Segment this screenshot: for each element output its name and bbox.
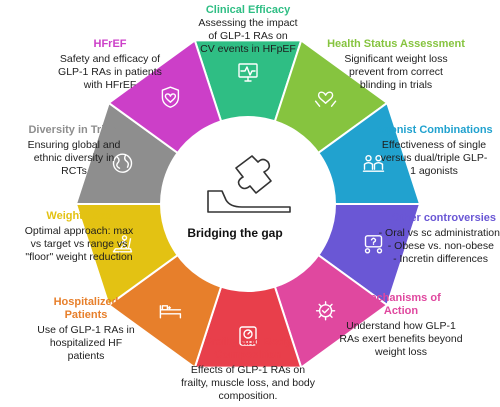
agonist-combinations-title: Agonist Combinations	[375, 124, 493, 136]
hfref-title: HFrEF	[93, 38, 127, 50]
label-health-status: Health Status Assessment Significant wei…	[312, 38, 480, 92]
hfref-desc-1: Safety and efficacy of	[59, 53, 161, 65]
agonist-combinations-desc-3: 1 agonists	[410, 165, 458, 177]
gear-check-icon	[315, 301, 336, 321]
hfref-desc-3: with HFrEF	[83, 79, 137, 91]
hospitalized-desc-3: patients	[67, 350, 105, 362]
diversity-desc-2: ethnic diversity in	[33, 152, 115, 164]
label-clinical-efficacy: Clinical Efficacy Assessing the impact o…	[168, 4, 328, 56]
people-group-icon	[362, 154, 385, 172]
mechanisms-desc-2: RAs exert benefits beyond	[339, 333, 463, 345]
mechanisms-desc-3: weight loss	[375, 346, 427, 358]
weight-loss-desc-3: "floor" weight reduction	[25, 251, 133, 263]
label-hfref: HFrEF Safety and efficacy of GLP-1 RAs i…	[40, 38, 180, 92]
weight-loss-desc-1: Optimal approach: max	[24, 225, 134, 237]
center-title: Bridging the gap	[187, 226, 283, 240]
diversity-desc-1: Ensuring global and	[27, 139, 121, 151]
weight-loss-desc-2: vs target vs range vs	[30, 238, 128, 250]
frailty-desc-2: frailty, muscle loss, and body	[180, 377, 316, 389]
label-diversity: Diversity in Trials Ensuring global and …	[4, 124, 144, 178]
center-circle	[160, 116, 336, 292]
clinical-efficacy-desc-1: Assessing the impact	[198, 17, 298, 29]
hospitalized-title-2: Patients	[64, 309, 108, 321]
diversity-title: Diversity in Trials	[28, 124, 120, 136]
agonist-combinations-desc-1: Effectiveness of single	[381, 139, 487, 151]
globe-icon	[112, 153, 133, 173]
label-weight-loss: Weight Loss Optimal approach: max vs tar…	[0, 210, 158, 264]
hospitalized-desc-2: hospitalized HF	[49, 337, 123, 349]
shield-heart-icon	[161, 86, 180, 108]
puzzle-path-icon	[207, 155, 291, 213]
other-controversies-desc-2: - Obese vs. non-obese	[387, 240, 494, 252]
label-mechanisms: Mechanisms of Action Understand how GLP-…	[314, 292, 488, 359]
label-other-controversies: Other controversies - Oral vs sc adminis…	[362, 212, 500, 266]
frailty-desc-3: composition.	[218, 390, 278, 402]
hfref-desc-2: GLP-1 RAs in patients	[58, 66, 162, 78]
frailty-title-2: Composition	[214, 349, 282, 361]
treadmill-icon	[112, 235, 133, 253]
clinical-efficacy-desc-2: of GLP-1 RAs on	[208, 30, 288, 42]
frailty-desc-1: Effects of GLP-1 RAs on	[190, 364, 306, 376]
health-status-desc-1: Significant weight loss	[344, 53, 448, 65]
agonist-combinations-desc-2: versus dual/triple GLP-	[380, 152, 488, 164]
label-frailty: Frailty and Body Composition Effects of …	[162, 336, 334, 403]
monitor-heart-icon	[238, 63, 258, 82]
health-status-title: Health Status Assessment	[327, 38, 465, 50]
frailty-title-1: Frailty and Body	[204, 336, 292, 348]
other-controversies-desc-3: - Incretin differences	[393, 253, 488, 265]
other-controversies-title: Other controversies	[391, 212, 496, 224]
hospitalized-desc-1: Use of GLP-1 RAs in	[37, 324, 135, 336]
mechanisms-title-2: Action	[383, 305, 419, 317]
weight-loss-title: Weight Loss	[46, 210, 112, 222]
mechanisms-desc-1: Understand how GLP-1	[346, 320, 456, 332]
question-bubble-icon	[364, 235, 383, 254]
clinical-efficacy-desc-3: CV events in HFpEF	[200, 43, 296, 55]
health-status-desc-2: prevent from correct	[349, 66, 443, 78]
label-hospitalized: Hospitalized Patients Use of GLP-1 RAs i…	[6, 296, 166, 363]
hospitalized-title-1: Hospitalized	[53, 296, 119, 308]
clinical-efficacy-title: Clinical Efficacy	[205, 4, 291, 16]
mechanisms-title-1: Mechanisms of	[361, 292, 441, 304]
scale-icon	[239, 326, 257, 346]
heart-hands-icon	[314, 91, 337, 107]
label-agonist-combinations: Agonist Combinations Effectiveness of si…	[368, 124, 500, 178]
health-status-desc-3: blinding in trials	[359, 79, 433, 91]
diversity-desc-3: RCTs	[61, 165, 87, 177]
other-controversies-desc-1: - Oral vs sc administration	[378, 227, 500, 239]
hospital-bed-icon	[159, 305, 182, 319]
